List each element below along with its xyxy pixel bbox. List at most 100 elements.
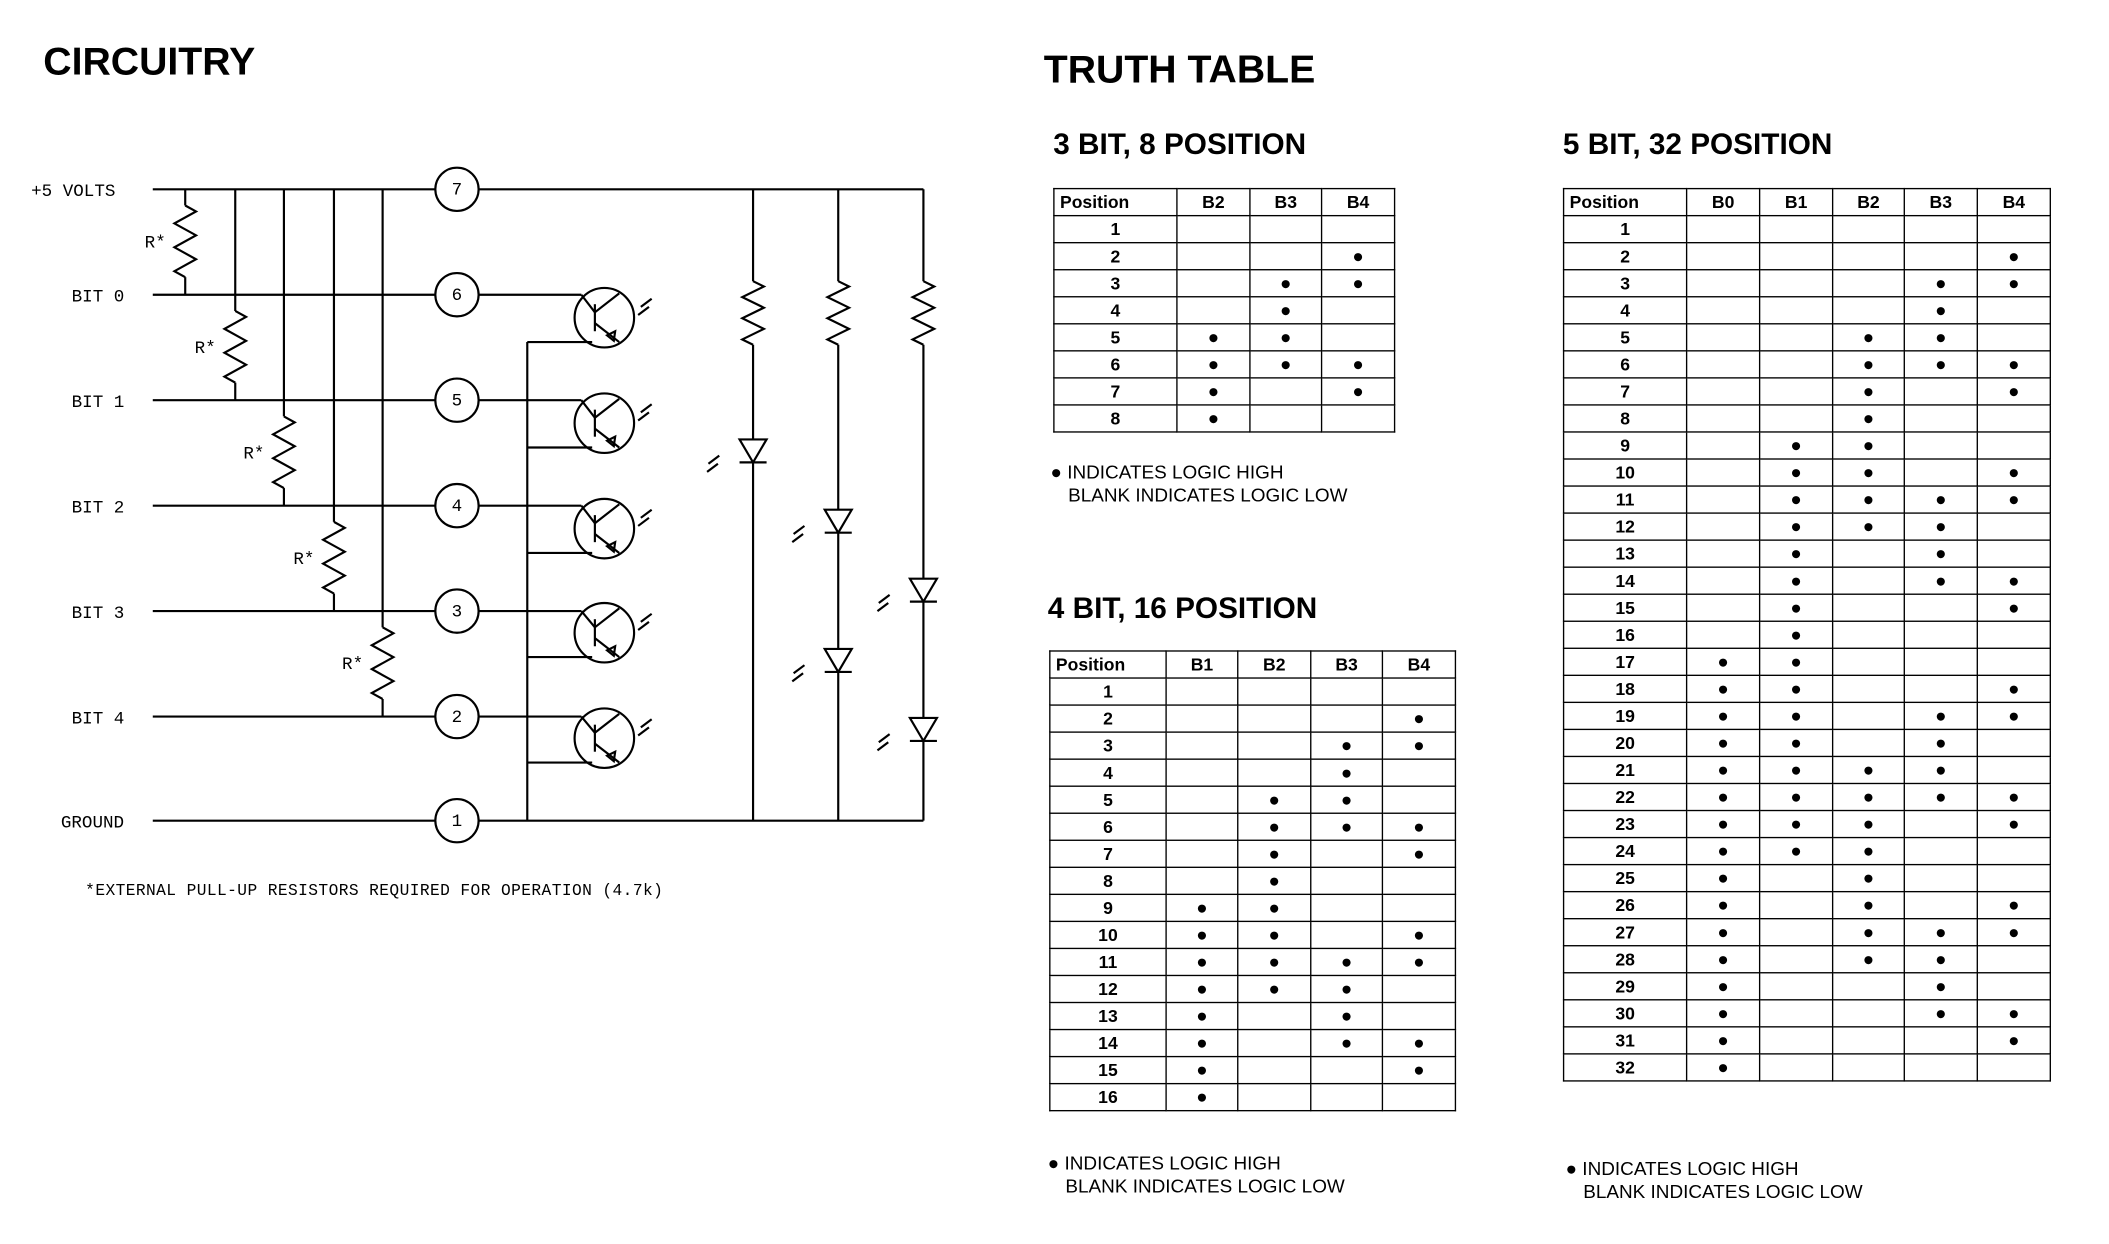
resistor-icon xyxy=(222,310,249,384)
logic-low-cell xyxy=(1976,755,2051,785)
position-cell: 17 xyxy=(1562,647,1688,676)
emitter-arrow-icon xyxy=(605,749,617,764)
position-cell: 27 xyxy=(1562,918,1688,947)
logic-high-dot: ● xyxy=(1903,728,1978,758)
logic-high-dot: ● xyxy=(1976,485,2051,514)
logic-high-dot: ● xyxy=(1685,674,1761,704)
logic-high-dot: ● xyxy=(1176,377,1251,406)
logic-high-dot: ● xyxy=(1758,458,1834,487)
table-row: 7●● xyxy=(1562,377,2051,406)
logic-high-dot: ● xyxy=(1903,539,1978,568)
logic-low-cell xyxy=(1685,431,1761,460)
light-rays-icon xyxy=(791,664,806,683)
logic-high-dot: ● xyxy=(1903,350,1978,379)
table-row: 16● xyxy=(1562,620,2051,649)
logic-low-cell xyxy=(1176,242,1251,271)
column-header: Position xyxy=(1049,650,1167,679)
logic-low-cell xyxy=(1903,404,1978,433)
logic-high-dot: ● xyxy=(1903,323,1978,352)
table-row: 12●●● xyxy=(1049,974,1457,1004)
logic-high-dot: ● xyxy=(1165,920,1239,950)
logic-low-cell xyxy=(1903,836,1978,866)
table-row: 7●● xyxy=(1053,377,1396,406)
position-cell: 11 xyxy=(1049,947,1167,977)
position-cell: 9 xyxy=(1049,893,1167,923)
light-rays-icon xyxy=(876,733,891,752)
logic-low-cell xyxy=(1903,214,1978,244)
phototransistor-icon xyxy=(573,392,636,455)
logic-low-cell xyxy=(1976,647,2051,676)
logic-low-cell xyxy=(1685,323,1761,352)
logic-low-cell xyxy=(1381,1001,1457,1031)
logic-low-cell xyxy=(1976,945,2051,974)
legend-high: ● INDICATES LOGIC HIGH xyxy=(1050,461,1284,483)
legend-high: ● INDICATES LOGIC HIGH xyxy=(1047,1151,1281,1174)
logic-low-cell xyxy=(1310,839,1384,868)
logic-high-dot: ● xyxy=(1903,701,1978,731)
logic-low-cell xyxy=(1165,785,1239,814)
wire xyxy=(580,610,596,629)
logic-low-cell xyxy=(1685,350,1761,379)
position-cell: 7 xyxy=(1053,377,1178,406)
logic-high-dot: ● xyxy=(1685,890,1761,920)
logic-high-dot: ● xyxy=(1685,1053,1761,1082)
logic-high-dot: ● xyxy=(1831,918,1905,947)
logic-low-cell xyxy=(1758,377,1834,406)
logic-high-dot: ● xyxy=(1758,728,1834,758)
truth-table-title: TRUTH TABLE xyxy=(1043,48,1316,92)
column-header: B3 xyxy=(1903,187,1978,217)
logic-high-dot: ● xyxy=(1685,755,1761,785)
rail-label: +5 VOLTS xyxy=(31,182,115,202)
logic-high-dot: ● xyxy=(1381,704,1457,733)
logic-high-dot: ● xyxy=(1165,1055,1239,1085)
position-cell: 2 xyxy=(1562,242,1688,271)
table-row: 2● xyxy=(1053,242,1396,271)
logic-high-dot: ● xyxy=(1685,1026,1761,1055)
logic-low-cell xyxy=(1831,269,1905,298)
logic-high-dot: ● xyxy=(1165,974,1239,1004)
logic-high-dot: ● xyxy=(1310,974,1384,1004)
table-row: 30●●● xyxy=(1562,999,2051,1028)
logic-high-dot: ● xyxy=(1903,566,1978,595)
logic-high-dot: ● xyxy=(1976,701,2051,731)
logic-high-dot: ● xyxy=(1249,269,1323,298)
position-cell: 20 xyxy=(1562,728,1688,758)
logic-high-dot: ● xyxy=(1310,812,1384,841)
logic-high-dot: ● xyxy=(1831,945,1905,974)
logic-low-cell xyxy=(1237,677,1312,706)
resistor-label: R* xyxy=(195,339,216,359)
wire xyxy=(580,715,596,734)
logic-high-dot: ● xyxy=(1758,755,1834,785)
logic-low-cell xyxy=(1831,539,1905,568)
logic-low-cell xyxy=(1758,890,1834,920)
table-row: 15●● xyxy=(1562,593,2051,622)
table-row: 14●●● xyxy=(1562,566,2051,595)
legend-low: BLANK INDICATES LOGIC LOW xyxy=(1068,484,1348,506)
logic-low-cell xyxy=(1381,893,1457,923)
logic-high-dot: ● xyxy=(1237,839,1312,868)
position-cell: 7 xyxy=(1562,377,1688,406)
logic-low-cell xyxy=(1320,404,1396,433)
logic-low-cell xyxy=(1976,404,2051,433)
logic-high-dot: ● xyxy=(1976,593,2051,622)
light-rays-icon xyxy=(706,454,720,473)
column-header: B2 xyxy=(1176,187,1251,217)
logic-high-dot: ● xyxy=(1758,647,1834,676)
light-rays-icon xyxy=(876,594,891,612)
position-cell: 5 xyxy=(1049,785,1167,814)
logic-low-cell xyxy=(1758,1026,1834,1055)
position-cell: 1 xyxy=(1049,677,1167,706)
logic-low-cell xyxy=(1381,974,1457,1004)
position-cell: 10 xyxy=(1562,458,1688,487)
logic-high-dot: ● xyxy=(1976,242,2051,271)
wire xyxy=(580,294,596,313)
position-cell: 28 xyxy=(1562,945,1688,974)
column-header: B1 xyxy=(1165,650,1239,679)
wire xyxy=(594,397,620,419)
logic-high-dot: ● xyxy=(1310,785,1384,814)
logic-low-cell xyxy=(1758,269,1834,298)
wire xyxy=(594,322,620,343)
led-icon xyxy=(822,508,854,535)
position-cell: 2 xyxy=(1049,704,1167,733)
